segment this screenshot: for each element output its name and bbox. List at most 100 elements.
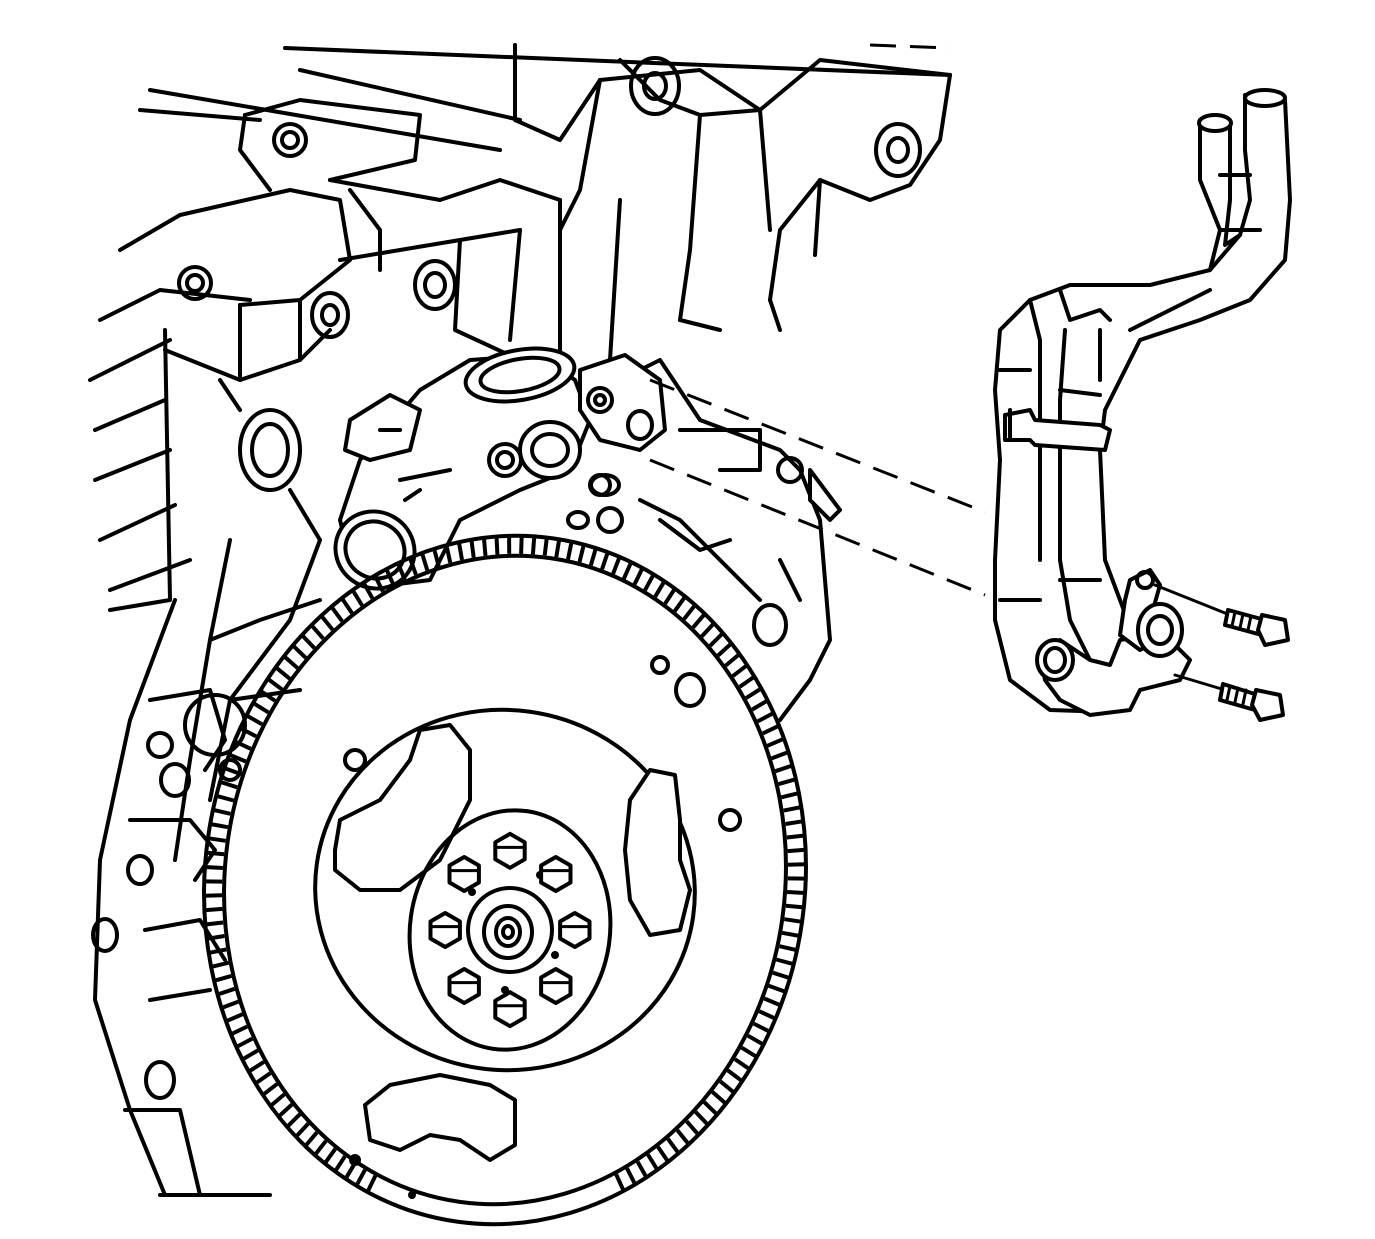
gear-tooth: [756, 711, 775, 724]
gear-tooth: [469, 539, 476, 558]
flexplate-bolts: [428, 831, 592, 1029]
gear-tooth: [663, 587, 677, 605]
gear-tooth: [711, 1090, 728, 1106]
gear-tooth: [340, 597, 354, 615]
gear-tooth: [772, 970, 791, 981]
gear-tooth: [204, 865, 224, 870]
gear-tooth: [646, 1153, 660, 1171]
gear-tooth: [481, 537, 488, 556]
coolant-pipe-assembly: [993, 88, 1292, 722]
gear-tooth: [254, 1071, 272, 1086]
gear-tooth: [761, 723, 780, 736]
assembly-guide-lines: [649, 378, 986, 597]
gear-tooth: [600, 551, 610, 570]
gear-tooth: [354, 1168, 367, 1187]
gear-tooth: [205, 920, 224, 927]
gear-tooth: [373, 574, 385, 593]
gear-tooth: [752, 1021, 771, 1034]
gear-tooth: [746, 1033, 765, 1047]
gear-tooth: [780, 791, 800, 800]
gear-tooth: [632, 567, 645, 586]
gear-tooth: [323, 1147, 337, 1165]
gear-tooth: [708, 631, 725, 648]
front-cover: [91, 358, 842, 1197]
gear-tooth: [666, 1137, 681, 1155]
gear-tooth: [213, 973, 232, 983]
gear-tooth: [282, 654, 299, 670]
gear-tooth: [333, 1155, 347, 1173]
gear-tooth: [724, 652, 741, 668]
gear-tooth: [207, 836, 226, 843]
gear-tooth: [216, 986, 236, 997]
gear-tooth: [519, 535, 524, 554]
gear-tooth: [365, 1174, 378, 1193]
gear-tooth: [269, 1092, 286, 1108]
gear-tooth: [763, 996, 782, 1008]
gear-tooth: [444, 544, 453, 564]
gear-tooth: [259, 689, 277, 703]
gear-tooth: [781, 930, 801, 938]
gear-tooth: [673, 595, 687, 613]
gear-tooth: [635, 1160, 649, 1179]
gear-tooth: [702, 1100, 719, 1117]
gear-tooth: [228, 752, 247, 764]
gear-tooth: [266, 677, 284, 692]
flexplate-bolt: [447, 967, 481, 1005]
gear-tooth: [241, 1048, 259, 1062]
gear-tooth: [313, 1139, 328, 1157]
gear-tooth: [303, 1131, 319, 1148]
gear-tooth: [643, 573, 656, 592]
gear-tooth: [622, 561, 633, 580]
flexplate-bolt: [447, 855, 481, 893]
gear-tooth: [274, 665, 291, 681]
flexplate-bolt: [539, 967, 573, 1005]
flexplate-bolt: [558, 911, 592, 949]
gear-tooth: [694, 1110, 710, 1127]
gear-tooth: [542, 537, 549, 556]
gear-tooth: [682, 603, 697, 621]
gear-tooth: [239, 726, 258, 739]
gear-tooth: [745, 686, 763, 700]
gear-tooth: [653, 580, 667, 598]
gear-tooth: [625, 1167, 637, 1186]
gear-tooth: [733, 1057, 751, 1071]
gear-tooth: [309, 623, 325, 641]
gear-tooth: [212, 807, 231, 816]
gear-tooth: [361, 581, 375, 600]
gear-tooth: [294, 1122, 310, 1139]
gear-tooth: [230, 1024, 249, 1037]
gear-tooth: [408, 557, 418, 576]
gear-tooth: [787, 847, 806, 854]
gear-tooth: [235, 1036, 254, 1049]
gear-tooth: [775, 957, 795, 967]
thermostat-housing: [333, 346, 667, 591]
gear-tooth: [456, 541, 464, 561]
gear-tooth: [785, 903, 804, 910]
gear-tooth: [675, 1129, 691, 1146]
gear-tooth: [738, 674, 756, 689]
gear-tooth: [783, 805, 802, 813]
gear-tooth: [740, 1045, 758, 1059]
gear-tooth: [766, 736, 785, 748]
gear-tooth: [223, 766, 242, 777]
gear-tooth: [285, 1112, 302, 1129]
flexplate-bolt: [539, 855, 573, 893]
gear-tooth: [779, 944, 798, 953]
gear-tooth: [350, 589, 364, 607]
gear-tooth: [614, 1173, 626, 1192]
gear-tooth: [319, 614, 335, 631]
gear-tooth: [277, 1103, 294, 1119]
gear-tooth: [291, 643, 308, 660]
gear-tooth: [204, 893, 223, 898]
gear-tooth: [691, 612, 707, 629]
gear-tooth: [215, 793, 235, 803]
gear-tooth: [300, 633, 316, 650]
gear-tooth: [566, 541, 574, 560]
gear-tooth: [494, 536, 500, 555]
gear-tooth: [611, 556, 622, 575]
gear-tooth: [204, 906, 223, 913]
gear-tooth: [577, 544, 586, 563]
gear-tooth: [774, 763, 794, 774]
gear-tooth: [770, 750, 790, 761]
